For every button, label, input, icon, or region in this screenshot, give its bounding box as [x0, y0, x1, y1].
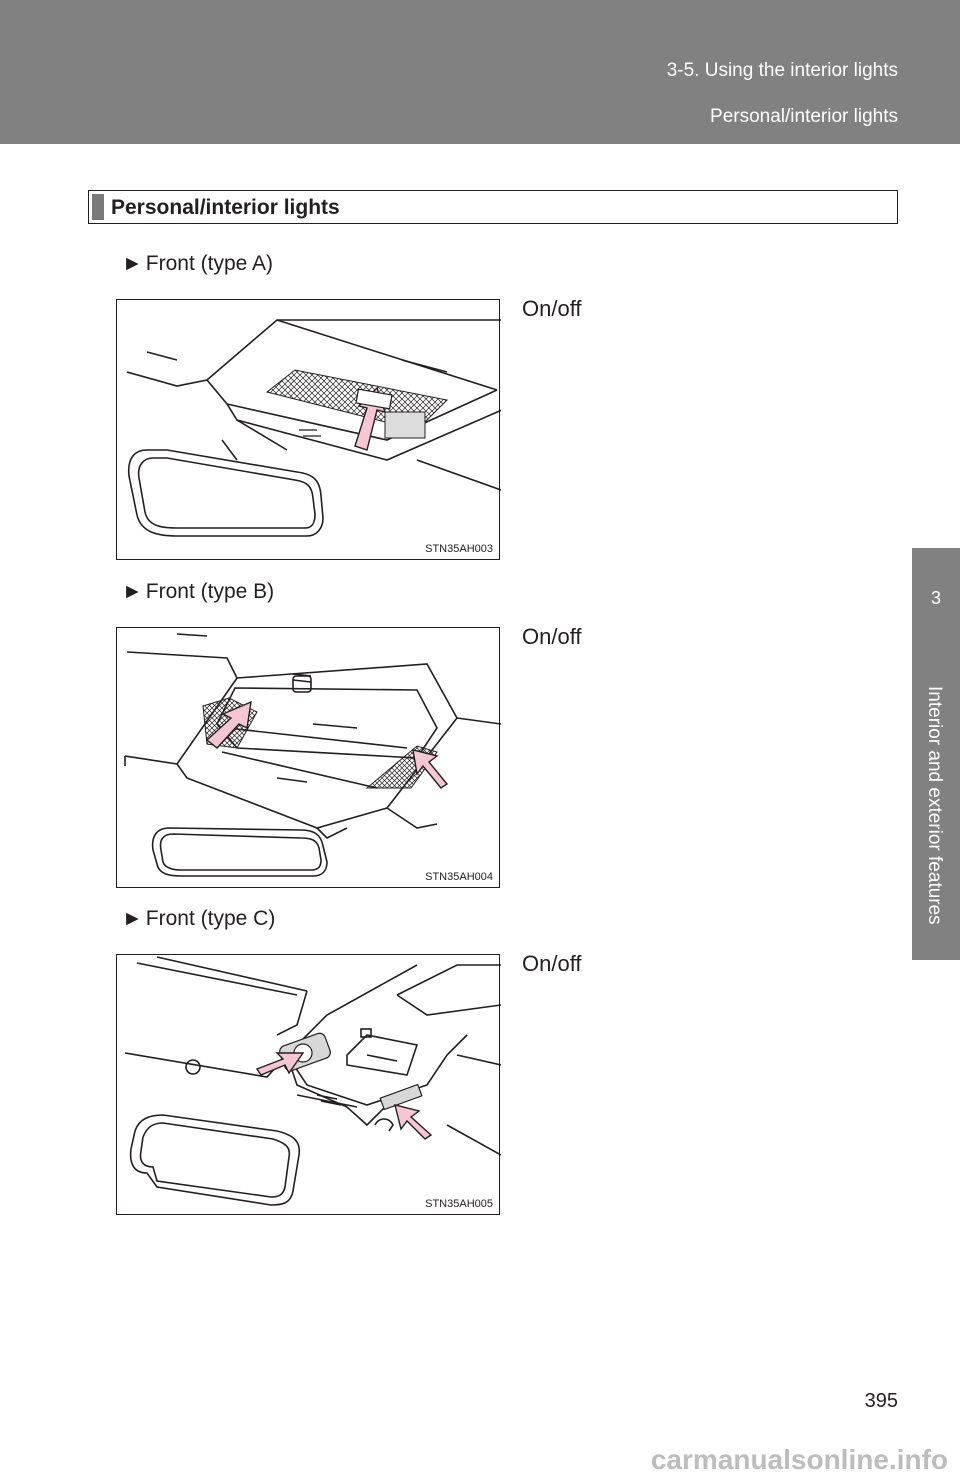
page-number: 395: [864, 1390, 898, 1412]
heading-marker: [92, 194, 104, 220]
overhead-console-illustration: [126, 319, 501, 537]
triangle-bullet-icon: ►: [122, 252, 143, 275]
triangle-bullet-icon: ►: [122, 907, 143, 930]
figure-type-c: STN35AH005: [116, 954, 501, 1215]
item-label-type-a: ►Front (type A): [122, 252, 274, 275]
chapter-number: 3: [930, 588, 941, 608]
callout-on-off-c: On/off: [522, 951, 582, 976]
overhead-console-illustration: [124, 633, 501, 877]
figure-type-b: STN35AH004: [116, 627, 501, 888]
chapter-title: 3-5. Using the interior lights: [666, 60, 898, 81]
overhead-console-illustration: [124, 956, 501, 1206]
item-label-type-c: ►Front (type C): [122, 907, 276, 930]
callout-on-off-a: On/off: [522, 296, 582, 321]
chapter-side-tab: 3 Interior and exterior features: [912, 548, 960, 960]
figure-type-a: STN35AH003: [116, 299, 501, 560]
item-label-type-b: ►Front (type B): [122, 580, 275, 603]
watermark: carmanualsonline.info: [650, 1444, 948, 1475]
figure-code: STN35AH004: [425, 871, 493, 883]
section-heading: Personal/interior lights: [111, 196, 340, 219]
figure-code: STN35AH005: [425, 1198, 493, 1210]
callout-on-off-b: On/off: [522, 624, 582, 649]
chapter-side-label: Interior and exterior features: [924, 686, 945, 925]
header-bar: 3-5. Using the interior lights Personal/…: [0, 0, 960, 144]
figure-code: STN35AH003: [425, 543, 493, 555]
section-heading-box: Personal/interior lights: [88, 190, 898, 224]
triangle-bullet-icon: ►: [122, 580, 143, 603]
section-title: Personal/interior lights: [710, 106, 898, 127]
